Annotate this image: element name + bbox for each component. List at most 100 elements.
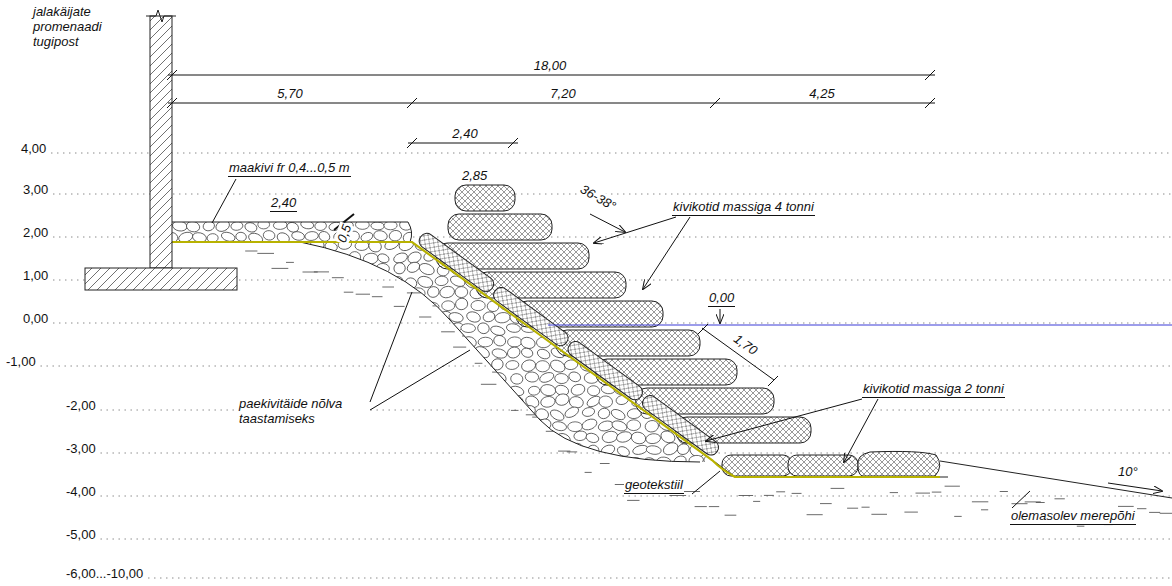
stone: [388, 421, 402, 435]
stone: [294, 360, 310, 373]
stone: [417, 452, 435, 468]
stone: [629, 276, 642, 285]
stone: [355, 220, 369, 230]
soil-tick: [753, 501, 760, 502]
stone: [492, 371, 508, 386]
level-mark: 0,00: [708, 290, 735, 307]
stone: [651, 288, 667, 300]
stone: [420, 312, 435, 322]
stone: [329, 276, 345, 290]
stone: [318, 252, 332, 264]
stone: [569, 454, 585, 467]
stone: [326, 361, 342, 371]
stone: [508, 420, 522, 433]
soil-tick: [627, 500, 639, 501]
level-gridlines: [41, 153, 1172, 578]
stone: [413, 357, 431, 373]
stone: [598, 395, 613, 408]
level-gridline: [51, 153, 1172, 154]
stone: [467, 380, 482, 394]
limestone-fill: [289, 236, 731, 471]
soil-tick: [945, 486, 960, 487]
stone: [601, 430, 619, 444]
level-mark: 2,40: [270, 195, 297, 212]
stone: [433, 397, 448, 406]
stone: [492, 406, 506, 419]
stone: [506, 345, 522, 360]
slope-angle: 10°: [1117, 464, 1139, 479]
stone: [392, 384, 405, 394]
soil-tick: [419, 317, 431, 318]
stone: [492, 394, 509, 410]
dimension: 0,5: [334, 222, 355, 246]
stone: [522, 456, 537, 469]
soil-tick: [847, 508, 858, 509]
axis-level: 1,00: [22, 268, 49, 283]
stone: [346, 382, 360, 395]
stone: [384, 407, 400, 422]
stone: [473, 358, 491, 374]
stone: [418, 395, 434, 409]
soil-tick: [272, 268, 289, 269]
axis-level: 0,00: [22, 311, 49, 326]
dimension-lines: [167, 70, 935, 386]
stone: [389, 275, 404, 288]
stone: [430, 357, 446, 372]
stone: [370, 417, 387, 431]
stone: [342, 372, 358, 383]
stone: [510, 373, 524, 385]
material-note: olemasolev merepõhi: [1010, 508, 1136, 525]
stone: [430, 321, 446, 336]
stone: [536, 417, 553, 433]
stone: [449, 382, 466, 395]
stone: [345, 276, 360, 287]
stone: [528, 386, 540, 396]
stone: [304, 231, 318, 241]
stone: [316, 313, 328, 325]
stone: [477, 370, 492, 382]
axis-level: -2,00: [65, 398, 97, 413]
soil-tick: [453, 347, 466, 348]
stone: [645, 433, 661, 445]
stone: [698, 239, 712, 252]
stone: [438, 431, 452, 442]
stone: [446, 336, 459, 348]
soil-tick: [286, 262, 294, 263]
stone: [585, 432, 600, 444]
stone: [450, 428, 467, 443]
stone: [597, 407, 611, 421]
stone: [370, 335, 386, 345]
material-note: kivikotid massiga 4 tonni: [672, 199, 815, 216]
stone: [366, 302, 382, 312]
soil-tick: [669, 495, 686, 496]
stone: [511, 396, 524, 408]
stone: [391, 443, 406, 456]
stone: [404, 310, 423, 326]
soil-tick: [820, 503, 832, 504]
dimension: 2,40: [451, 126, 478, 141]
stone: [388, 456, 405, 469]
dimension: 1,70: [731, 330, 762, 358]
stone: [300, 382, 316, 395]
soil-tick: [695, 506, 707, 507]
stone: [597, 455, 611, 466]
soil-tick: [1160, 513, 1172, 514]
stone: [476, 321, 491, 335]
stone: [631, 263, 646, 277]
stone: [401, 347, 415, 359]
stone: [452, 442, 468, 456]
stone: [521, 419, 538, 431]
sandbag: [448, 214, 552, 240]
promenade-wall: [85, 10, 237, 290]
stone: [552, 420, 568, 432]
stone: [520, 358, 537, 373]
stone: [357, 350, 370, 361]
stone: [615, 430, 632, 444]
stone: [303, 252, 319, 265]
soil-tick: [807, 514, 823, 515]
stone: [459, 407, 475, 421]
stone: [681, 300, 697, 312]
stone: [536, 360, 550, 372]
soil-tick: [972, 501, 988, 502]
stone: [448, 454, 465, 469]
